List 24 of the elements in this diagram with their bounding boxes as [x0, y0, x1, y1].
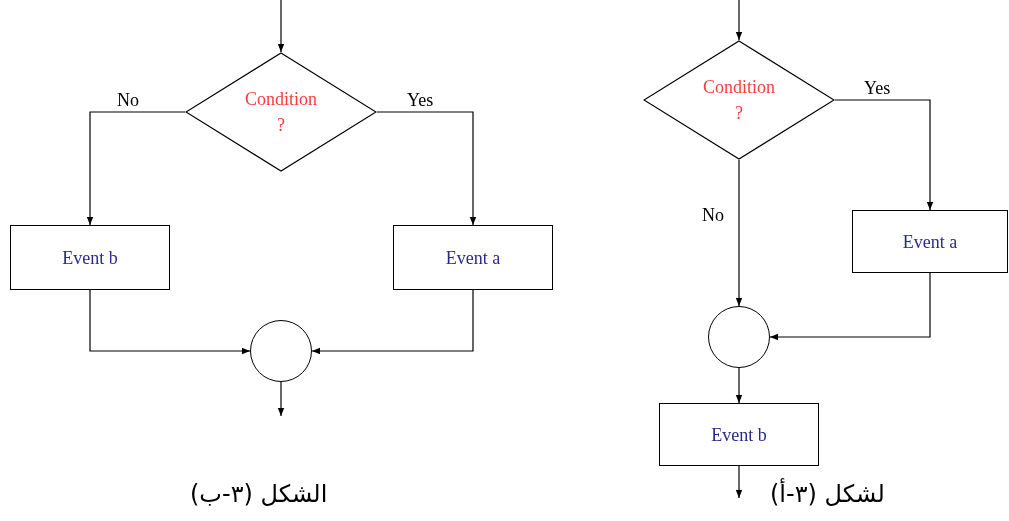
event-text: Event b: [62, 246, 118, 270]
condition-text: Condition ?: [702, 76, 776, 125]
arrow: [834, 99, 934, 211]
process-box: [852, 210, 1008, 273]
arrow: [735, 465, 743, 499]
event-text: Event a: [445, 246, 501, 270]
arrow: [277, 0, 285, 53]
arrow: [311, 289, 474, 355]
process-box: [393, 225, 553, 290]
process-box: [10, 225, 170, 290]
event-text: Event b: [711, 423, 767, 447]
figure-caption: لشكل (٣-أ): [770, 478, 885, 510]
event-text: Event a: [902, 230, 958, 254]
arrow: [769, 272, 931, 341]
arrow: [735, 367, 743, 404]
arrow: [735, 159, 743, 307]
condition-text: Condition ?: [244, 88, 318, 137]
process-box: [659, 403, 819, 466]
figure-caption: الشكل (٣-ب): [190, 479, 328, 510]
arrow: [277, 381, 285, 417]
arrow: [86, 111, 186, 226]
arrow: [376, 111, 477, 226]
arrow: [735, 0, 743, 41]
arrow: [89, 289, 251, 355]
